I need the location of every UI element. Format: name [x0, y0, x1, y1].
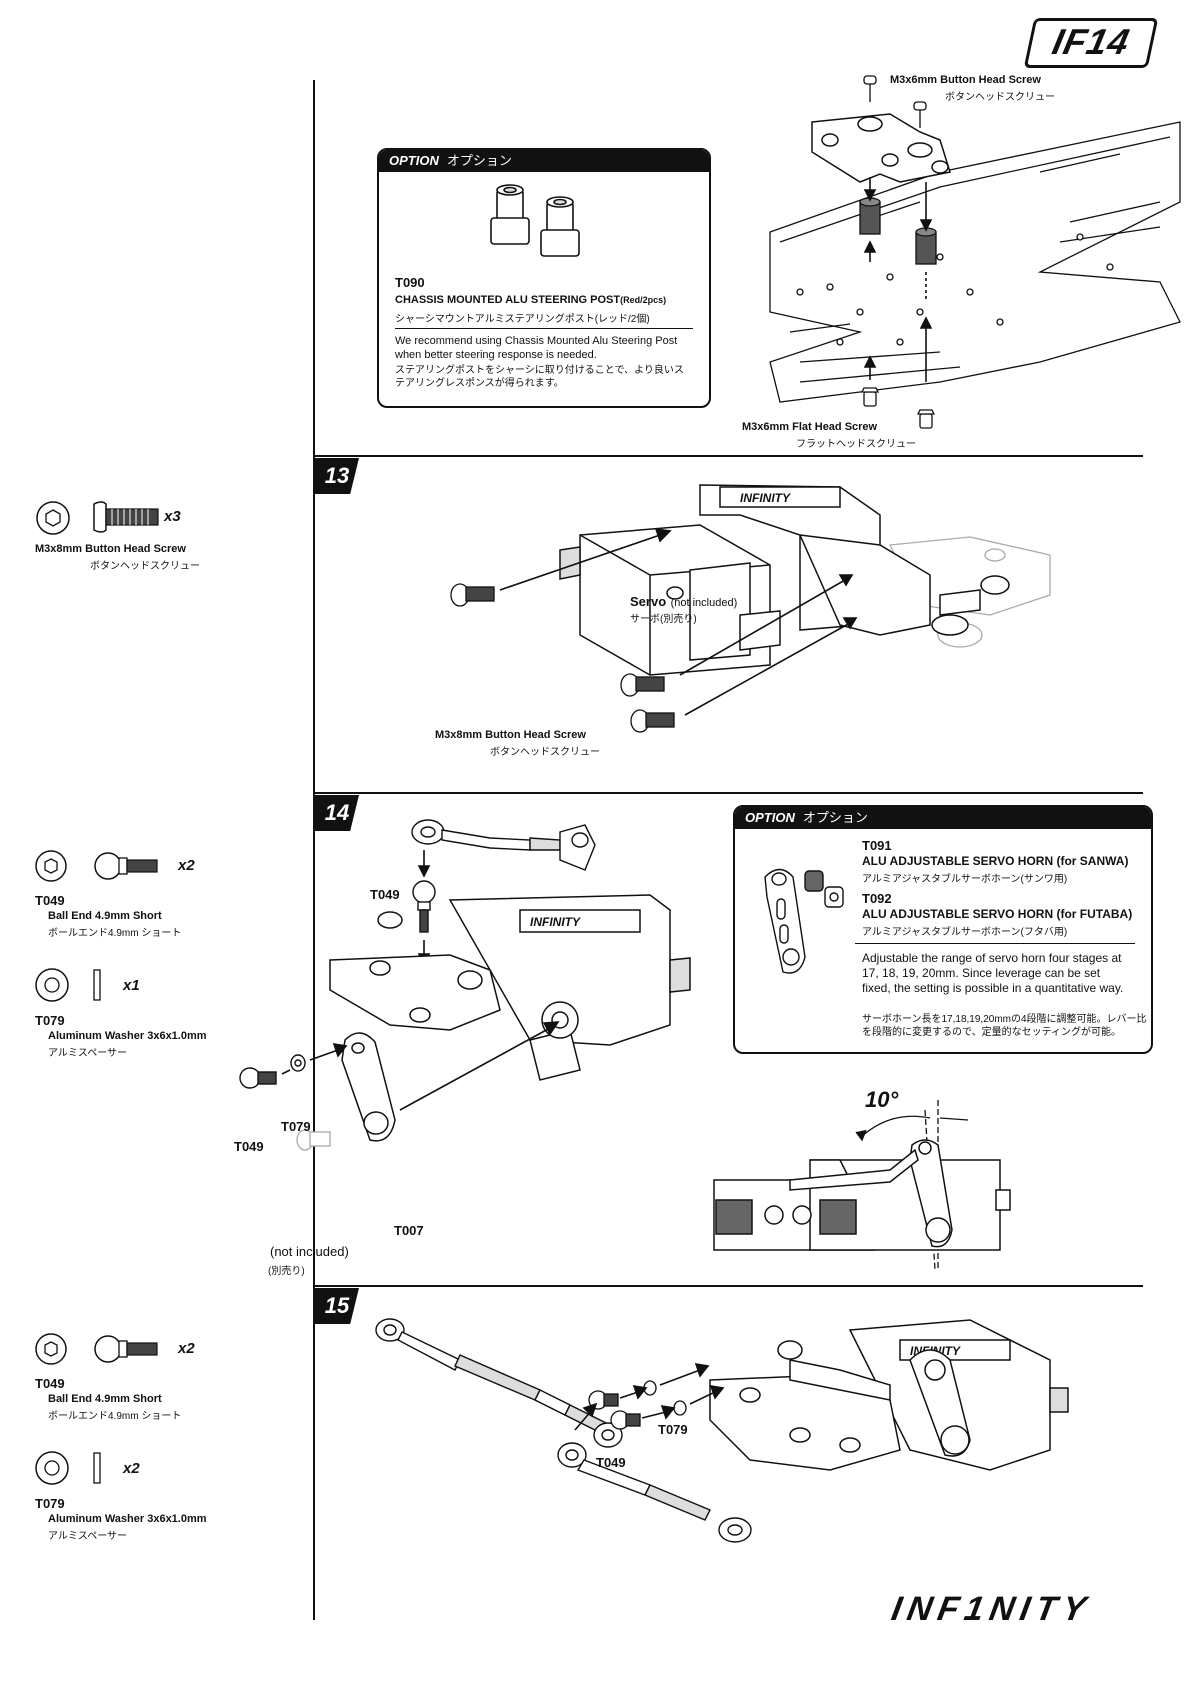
- ball-end-icon-15: [94, 1335, 158, 1363]
- option-description: We recommend using Chassis Mounted Alu S…: [395, 335, 678, 361]
- option-rule: [395, 328, 693, 329]
- step13-part-label-jp: ボタンヘッドスクリュー: [90, 561, 200, 572]
- option-name-1: ALU ADJUSTABLE SERVO HORN (for SANWA): [862, 854, 1129, 868]
- not-included-label-jp: (別売り): [268, 1266, 305, 1277]
- top-screw-label: M3x6mm Button Head Screw: [890, 74, 1041, 86]
- step14-ballend-label-jp: ボールエンド4.9mm ショート: [48, 928, 182, 939]
- ball-end-icon: [94, 852, 158, 880]
- top-screw-label-jp: ボタンヘッドスクリュー: [945, 92, 1055, 103]
- step14-washer-qty: x1: [123, 977, 140, 994]
- option-description-14: Adjustable the range of servo horn four …: [862, 951, 1124, 995]
- angle-label: 10°: [865, 1087, 899, 1112]
- step15-washer-label-jp: アルミスペーサー: [48, 1531, 127, 1542]
- option-name-2: ALU ADJUSTABLE SERVO HORN (for FUTABA): [862, 907, 1133, 921]
- step15-ballend-code: T049: [35, 1376, 65, 1391]
- step13-screw-label: M3x8mm Button Head Screw: [435, 729, 586, 741]
- step15-washer-qty: x2: [123, 1460, 140, 1477]
- step15-ballend-qty: x2: [178, 1340, 195, 1357]
- chassis-steering-illustration: [769, 75, 1181, 429]
- option-name-jp: シャーシマウントアルミステアリングポスト(レッド/2個): [395, 314, 650, 325]
- washer-icon: [35, 968, 69, 1002]
- option-description-14-jp: サーボホーン長を17,18,19,20mmの4段階に調整可能。レバー比を段階的に…: [862, 1014, 1147, 1038]
- flat-screw-label: M3x6mm Flat Head Screw: [742, 421, 878, 433]
- section-divider-13: [313, 455, 1143, 457]
- model-logo: IF14: [1023, 18, 1159, 68]
- step15-ballend-label-jp: ボールエンド4.9mm ショート: [48, 1411, 182, 1422]
- step14-washer-label-jp: アルミスペーサー: [48, 1048, 127, 1059]
- step-14-badge: 14: [315, 795, 359, 831]
- option-code-2: T092: [862, 891, 892, 906]
- option-rule-14: [855, 943, 1135, 944]
- step14-ballend-code: T049: [35, 893, 65, 908]
- flat-screw-label-jp: フラットヘッドスクリュー: [796, 439, 916, 450]
- washer-side-icon-15: [93, 1452, 101, 1484]
- step-13-badge: 13: [315, 458, 359, 494]
- steering-link-assembly-illustration: INFINITY: [375, 1318, 1069, 1543]
- section-divider-14: [313, 792, 1143, 794]
- ball-end-hex-icon: [35, 850, 67, 882]
- servo-mount-illustration: INFINITY: [450, 484, 1051, 733]
- steering-post-illustration: [490, 184, 580, 257]
- option-name-2-jp: アルミアジャスタブルサーボホーン(フタバ用): [862, 927, 1068, 938]
- step14-ballend-qty: x2: [178, 857, 195, 874]
- step15-ballend-label: Ball End 4.9mm Short: [48, 1393, 162, 1405]
- callout-t007: T007: [394, 1223, 424, 1238]
- step13-screw-label-jp: ボタンヘッドスクリュー: [490, 747, 600, 758]
- step14-washer-code: T079: [35, 1013, 65, 1028]
- washer-side-icon: [93, 969, 101, 1001]
- section-divider-15: [313, 1285, 1143, 1287]
- step15-callout-t049: T049: [596, 1455, 626, 1470]
- servo-label-jp: サーボ(別売り): [630, 614, 697, 625]
- not-included-label: (not included): [270, 1244, 349, 1259]
- hex-socket-icon: [36, 501, 70, 535]
- button-head-screw-icon: [93, 501, 159, 533]
- step13-part-label: M3x8mm Button Head Screw: [35, 543, 186, 555]
- step15-washer-code: T079: [35, 1496, 65, 1511]
- washer-icon-15: [35, 1451, 69, 1485]
- servo-horn-option-illustration: [764, 868, 844, 974]
- svg-text:INFINITY: INFINITY: [740, 491, 791, 505]
- main-divider: [313, 80, 315, 1620]
- servo-label: Servo (not included): [630, 594, 738, 609]
- servo-angle-detail-illustration: [713, 1100, 1011, 1271]
- step15-washer-label: Aluminum Washer 3x6x1.0mm: [48, 1513, 207, 1525]
- step-15-badge: 15: [315, 1288, 359, 1324]
- callout-t049-left: T049: [234, 1139, 264, 1154]
- svg-text:INFINITY: INFINITY: [530, 915, 581, 929]
- option-description-jp: ステアリングポストをシャーシに取り付けることで、より良いステアリングレスポンスが…: [395, 365, 684, 389]
- step14-ballend-label: Ball End 4.9mm Short: [48, 910, 162, 922]
- option-name-1-jp: アルミアジャスタブルサーボホーン(サンワ用): [862, 874, 1068, 885]
- servo-horn-assembly-illustration: INFINITY: [239, 819, 691, 1151]
- option-code: T090: [395, 275, 425, 290]
- option-code-1: T091: [862, 838, 892, 853]
- option-name: CHASSIS MOUNTED ALU STEERING POST(Red/2p…: [395, 294, 667, 306]
- callout-t079: T079: [281, 1119, 311, 1134]
- ball-end-hex-icon-15: [35, 1333, 67, 1365]
- step14-washer-label: Aluminum Washer 3x6x1.0mm: [48, 1030, 207, 1042]
- step15-callout-t079: T079: [658, 1422, 688, 1437]
- callout-t049-top: T049: [370, 887, 400, 902]
- step13-part-qty: x3: [164, 508, 181, 525]
